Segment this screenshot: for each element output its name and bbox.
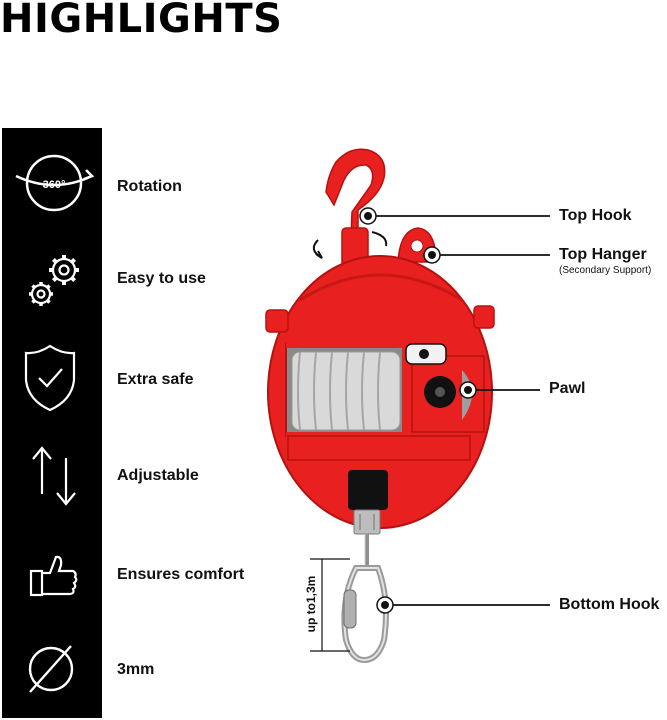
feature-label-ensures-comfort: Ensures comfort (117, 566, 245, 583)
gears-icon (29, 255, 79, 306)
cable-range-label-container: up to1,3m (303, 560, 319, 648)
up-down-arrows-icon (32, 446, 76, 506)
feature-label-extra-safe: Extra safe (117, 371, 194, 388)
callout-label-bottom-hook: Bottom Hook (559, 596, 660, 613)
shield-check-icon (24, 344, 76, 412)
thumbs-up-icon (29, 555, 78, 597)
rotation-360-icon: 360° (15, 154, 95, 212)
rotation-icon-text: 360° (43, 179, 66, 191)
page-title: HIGHLIGHTS (0, 0, 283, 42)
callout-top-hanger (423, 246, 550, 264)
callout-pawl (459, 381, 540, 399)
feature-label-3mm: 3mm (117, 661, 155, 678)
feature-icon-sidebar (2, 128, 102, 718)
feature-label-rotation: Rotation (117, 178, 182, 195)
callout-label-pawl: Pawl (549, 380, 586, 397)
callout-label-top-hook: Top Hook (559, 207, 632, 224)
diameter-icon (28, 645, 74, 693)
top-hook (325, 148, 386, 269)
cable-range-label: up to1,3m (304, 575, 318, 633)
feature-label-easy-to-use: Easy to use (117, 270, 206, 287)
callout-top-hook (359, 207, 550, 225)
callout-sublabel-top-hanger: (Secondary Support) (559, 265, 652, 276)
callout-label-top-hanger: Top Hanger (559, 246, 647, 263)
feature-label-adjustable: Adjustable (117, 467, 199, 484)
callout-bottom-hook (376, 596, 550, 614)
